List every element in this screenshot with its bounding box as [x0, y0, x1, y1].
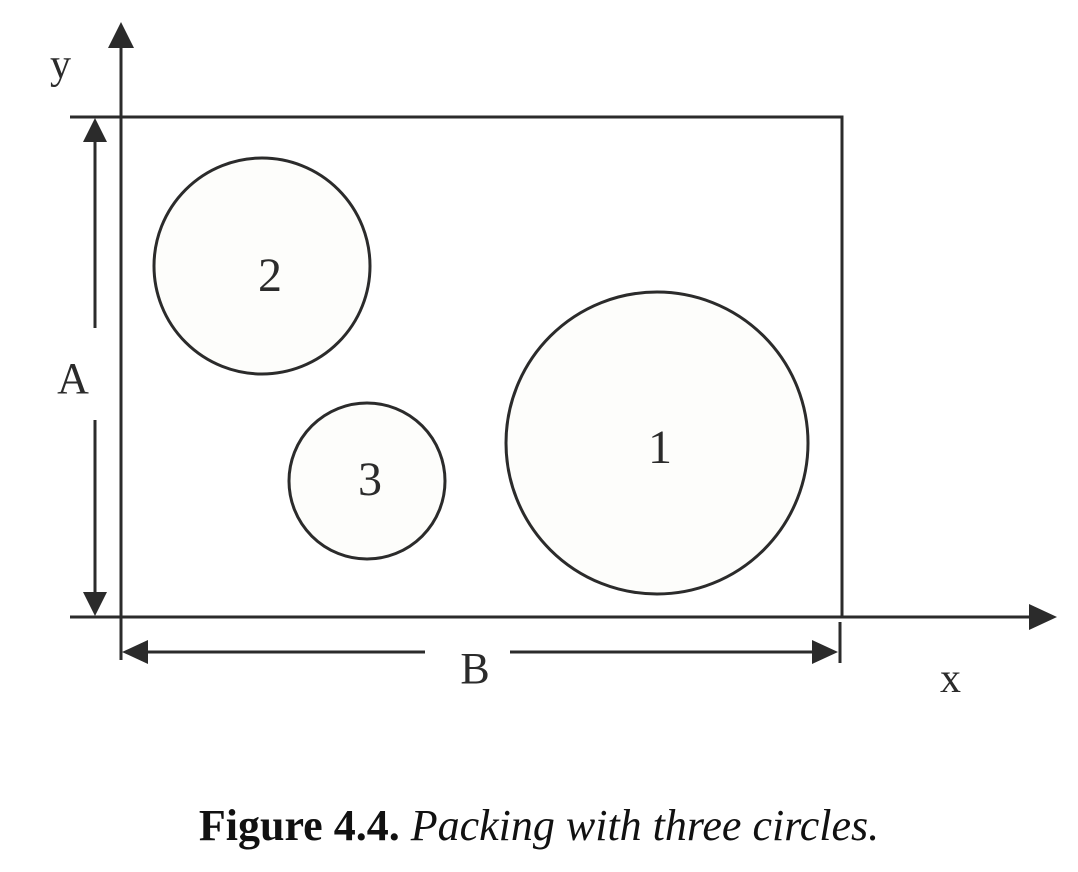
width-arrowhead-left: [122, 640, 148, 664]
height-arrowhead-bottom: [83, 592, 107, 616]
figure-caption: Figure 4.4. Packing with three circles.: [0, 800, 1078, 851]
circle-1: [504, 290, 810, 596]
figure-number: Figure 4.4.: [198, 801, 400, 850]
y-axis-arrowhead: [108, 22, 134, 48]
height-label: A: [57, 354, 89, 403]
packing-diagram: y x A B 1 2 3: [50, 22, 1057, 702]
width-label: B: [460, 644, 489, 693]
x-axis-label: x: [940, 656, 961, 702]
figure-caption-text: Packing with three circles.: [410, 801, 880, 850]
width-arrowhead-right: [812, 640, 838, 664]
x-axis-arrowhead: [1029, 604, 1057, 630]
circle-1-label: 1: [648, 421, 672, 474]
y-axis-label: y: [50, 42, 71, 88]
circle-2: [152, 156, 372, 376]
container-rectangle: [119, 115, 844, 619]
circle-3: [287, 401, 447, 561]
height-arrowhead-top: [83, 118, 107, 142]
circle-3-label: 3: [358, 453, 382, 506]
circle-2-label: 2: [258, 249, 282, 302]
